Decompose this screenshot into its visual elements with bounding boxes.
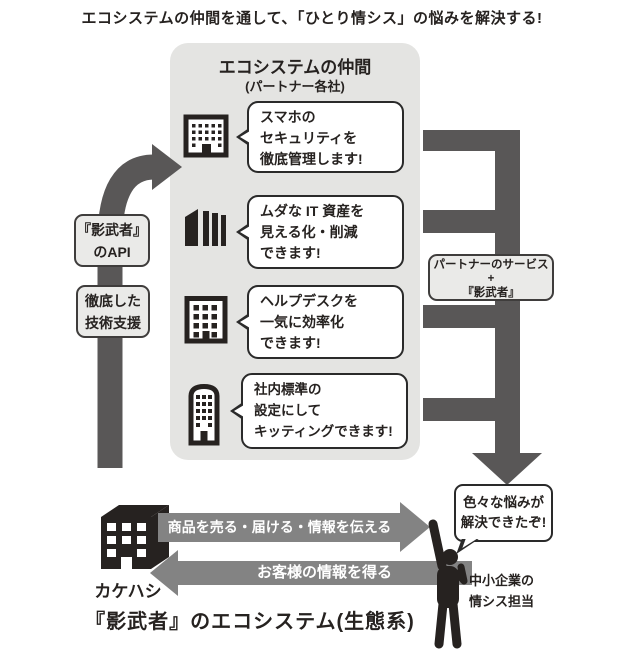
partner-service-flow-arrow [423,130,542,485]
customer-info-arrow-label: お客様の情報を得る [256,564,392,581]
partner-bubble-it-assets: ムダな IT 資産を 見える化・削減 できます! [236,195,404,269]
partner-bubble-kitting: 社内標準の 設定にして キッティングできます! [230,373,408,449]
customer-info-arrow: お客様の情報を得る [150,550,472,596]
partners-panel-subtitle: (パートナー各社) [245,79,345,94]
partner-bubble-security: スマホの セキュリティを 徹底管理します! [236,101,404,173]
midrise-building-icon [184,296,228,344]
modern-building-icon [185,209,226,246]
it-staff-person-icon [428,519,468,649]
partners-panel-title: エコシステムの仲間 [218,58,372,77]
tower-building-icon [188,383,220,446]
sell-goods-arrow-label: 商品を売る・届ける・情報を伝える [167,518,392,535]
kagemusha-api-label: 『影武者』 のAPI [74,214,150,267]
partner-service-plus-kagemusha-label: パートナーのサービス + 『影武者』 [428,254,554,301]
solved-problems-bubble: 色々な悩みが 解決できたぞ! [454,484,553,542]
diagram-caption: 『影武者』のエコシステム(生態系) [85,611,415,633]
office-building-icon [183,114,229,158]
technical-support-label: 徹底した 技術支援 [76,285,150,338]
diagram-headline: エコシステムの仲間を通して、「ひとり情シス」の悩みを解決する! [81,10,543,27]
kakehashi-label: カケハシ [94,582,162,601]
it-staff-label: 中小企業の 情シス担当 [469,573,535,609]
partner-bubble-helpdesk: ヘルプデスクを 一気に効率化 できます! [236,285,404,359]
sell-goods-arrow: 商品を売る・届ける・情報を伝える [158,502,430,552]
